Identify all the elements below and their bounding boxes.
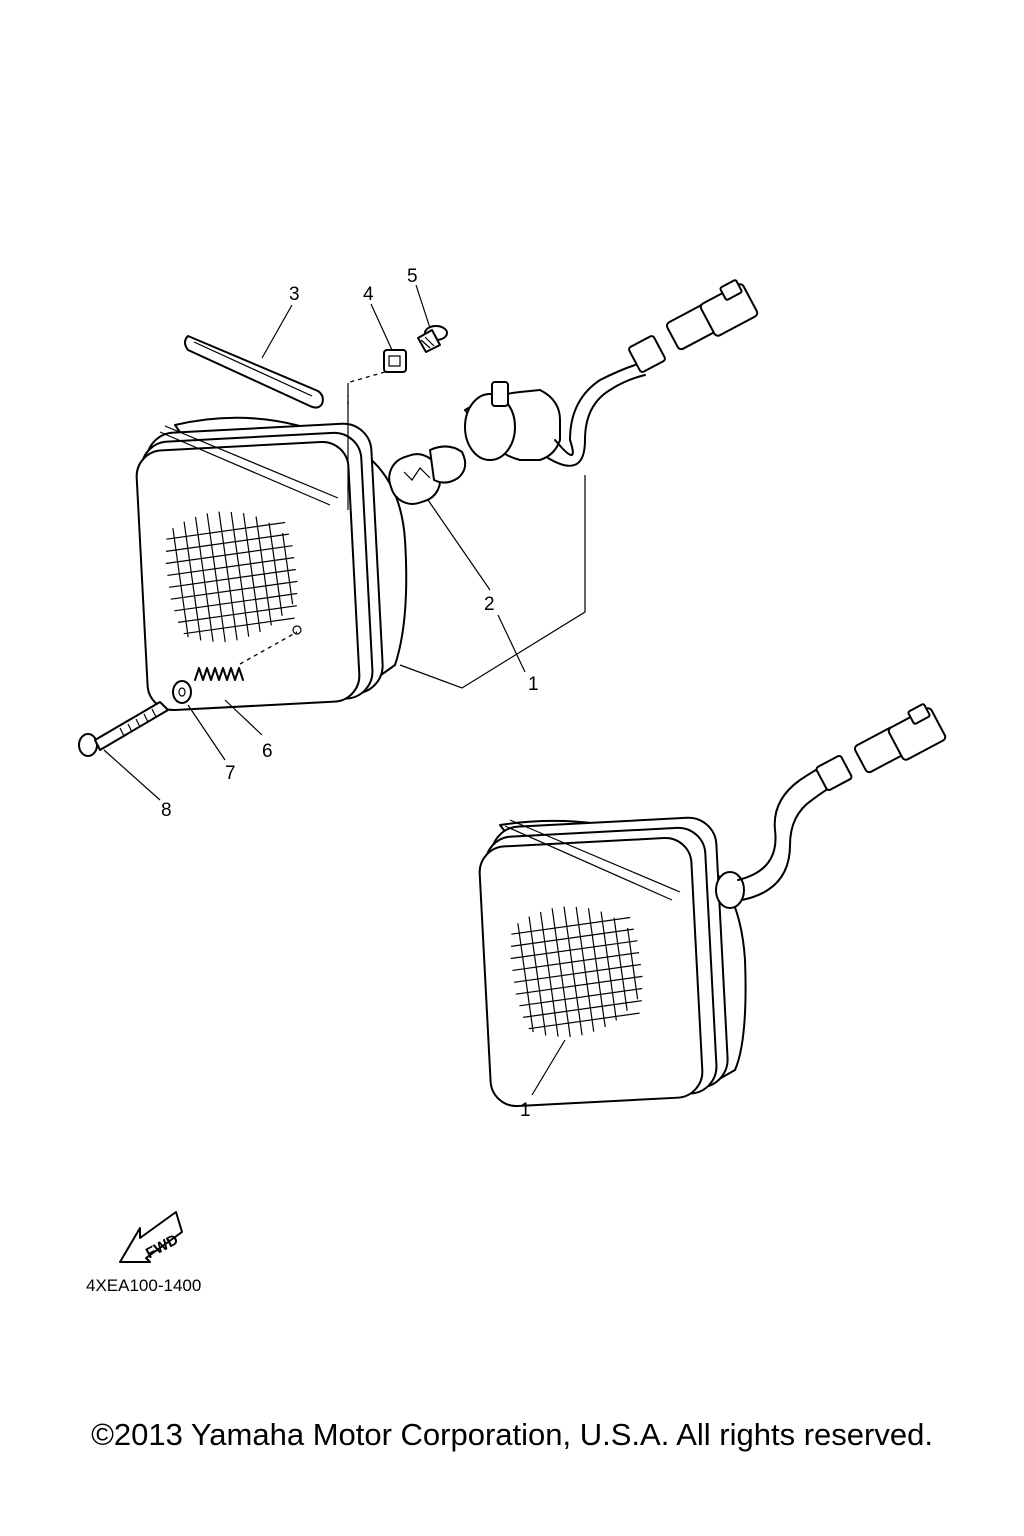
leader-lines-upper <box>103 284 586 801</box>
callout-4: 4 <box>363 284 374 305</box>
washer <box>172 680 192 704</box>
rim-strip <box>184 335 324 409</box>
lower-lens-grid <box>510 906 643 1038</box>
callout-3: 3 <box>289 284 300 305</box>
callout-8: 8 <box>161 800 172 821</box>
lower-lamp-assembly <box>478 703 947 1108</box>
bulb <box>388 445 467 505</box>
upper-lamp-assembly <box>135 416 408 712</box>
callout-1-upper: 1 <box>528 674 539 695</box>
part-code: 4XEA100-1400 <box>86 1276 201 1295</box>
callout-2: 2 <box>484 594 495 615</box>
callout-1-lower: 1 <box>520 1100 531 1121</box>
clip <box>383 349 407 373</box>
small-screw <box>417 325 448 353</box>
callout-6: 6 <box>262 741 273 762</box>
copyright-notice: ©2013 Yamaha Motor Corporation, U.S.A. A… <box>91 1417 933 1452</box>
callout-7: 7 <box>225 763 236 784</box>
spring <box>194 667 244 681</box>
bulb-socket-harness <box>464 279 759 467</box>
forward-arrow-icon: FWD <box>119 1211 183 1263</box>
callout-5: 5 <box>407 266 418 287</box>
upper-lens-grid <box>165 511 298 643</box>
long-screw <box>78 701 169 757</box>
